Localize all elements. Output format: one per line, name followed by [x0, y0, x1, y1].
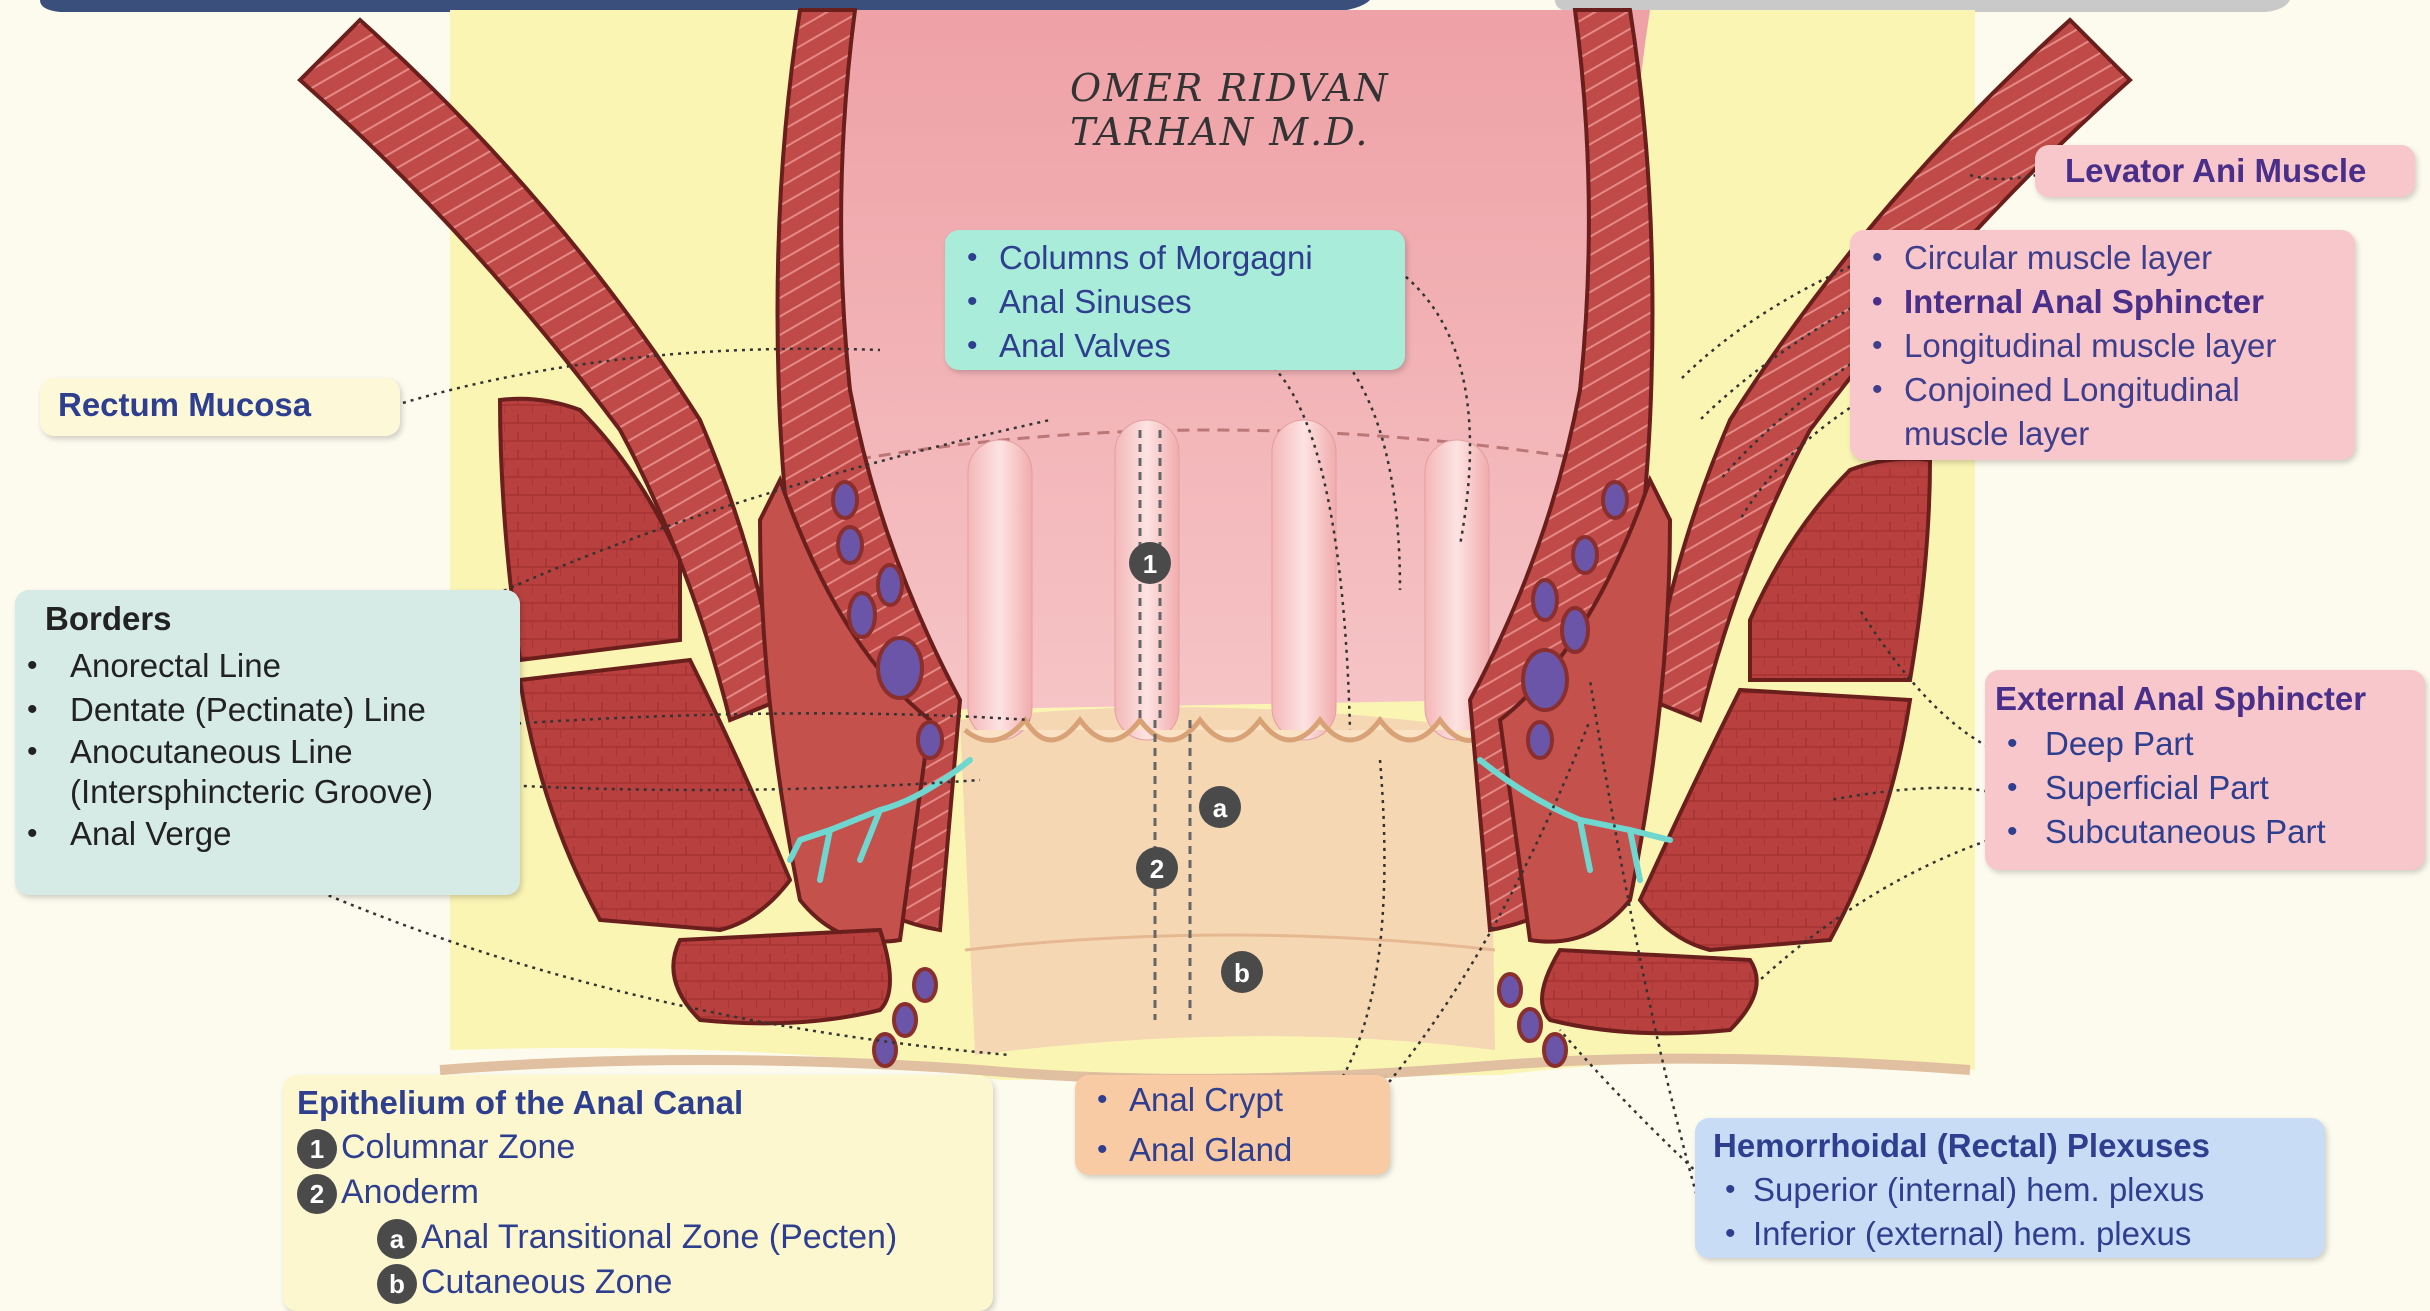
label-anal-verge: Anal Verge	[15, 812, 520, 856]
svg-text:1: 1	[1143, 549, 1157, 579]
crypt-label-box: Anal Crypt Anal Gland	[1075, 1075, 1390, 1175]
borders-title: Borders	[15, 594, 520, 644]
plexus-label-box: Hemorrhoidal (Rectal) Plexuses Superior …	[1695, 1118, 2325, 1258]
left-ext-subcutaneous	[673, 930, 890, 1023]
svg-text:b: b	[1234, 958, 1250, 988]
label-internal-anal-sphincter: Internal Anal Sphincter	[1860, 280, 2345, 324]
levator-label-box: Levator Ani Muscle	[2035, 145, 2415, 197]
borders-label-box: Borders Anorectal Line Dentate (Pectinat…	[15, 590, 520, 895]
svg-text:2: 2	[1150, 854, 1164, 884]
label-longitudinal-muscle: Longitudinal muscle layer	[1860, 324, 2345, 368]
label-levator-ani: Levator Ani Muscle	[2065, 152, 2366, 189]
label-columns-of-morgagni: Columns of Morgagni	[955, 236, 1395, 280]
label-anal-valves: Anal Valves	[955, 324, 1395, 368]
marker-a: a	[1199, 786, 1241, 828]
right-ext-subcutaneous	[1542, 950, 1757, 1033]
internal-sphincter-label-box: Circular muscle layer Internal Anal Sphi…	[1850, 230, 2355, 460]
morgagni-label-box: Columns of Morgagni Anal Sinuses Anal Va…	[945, 230, 1405, 370]
label-anocutaneous-line: Anocutaneous Line(Intersphincteric Groov…	[15, 732, 520, 812]
author-signature: OMER RIDVAN TARHAN M.D.	[1030, 66, 1440, 156]
label-superior-plexus: Superior (internal) hem. plexus	[1713, 1168, 2307, 1212]
label-dentate-line: Dentate (Pectinate) Line	[15, 688, 520, 732]
signature-line-1: OMER RIDVAN	[1070, 66, 1389, 110]
marker-b: b	[1221, 951, 1263, 993]
label-anal-sinuses: Anal Sinuses	[955, 280, 1395, 324]
marker-2: 2	[1136, 847, 1178, 889]
svg-text:a: a	[1213, 793, 1228, 823]
anoderm-region	[960, 707, 1495, 1055]
label-circular-muscle: Circular muscle layer	[1860, 236, 2345, 280]
epithelium-title: Epithelium of the Anal Canal	[297, 1081, 979, 1125]
label-deep-part: Deep Part	[1995, 722, 2415, 766]
rectum-mucosa-label-box: Rectum Mucosa	[40, 378, 400, 436]
external-sphincter-title: External Anal Sphincter	[1995, 676, 2415, 722]
label-inferior-plexus: Inferior (external) hem. plexus	[1713, 1212, 2307, 1256]
label-anorectal-line: Anorectal Line	[15, 644, 520, 688]
label-subcutaneous-part: Subcutaneous Part	[1995, 810, 2415, 854]
label-anal-gland: Anal Gland	[1085, 1125, 1380, 1175]
label-rectum-mucosa: Rectum Mucosa	[58, 386, 311, 423]
external-sphincter-label-box: External Anal Sphincter Deep Part Superf…	[1985, 670, 2425, 870]
plexus-title: Hemorrhoidal (Rectal) Plexuses	[1713, 1124, 2307, 1168]
label-anal-crypt: Anal Crypt	[1085, 1075, 1380, 1125]
marker-1: 1	[1129, 542, 1171, 584]
signature-line-2: TARHAN M.D.	[1070, 110, 1369, 154]
label-superficial-part: Superficial Part	[1995, 766, 2415, 810]
